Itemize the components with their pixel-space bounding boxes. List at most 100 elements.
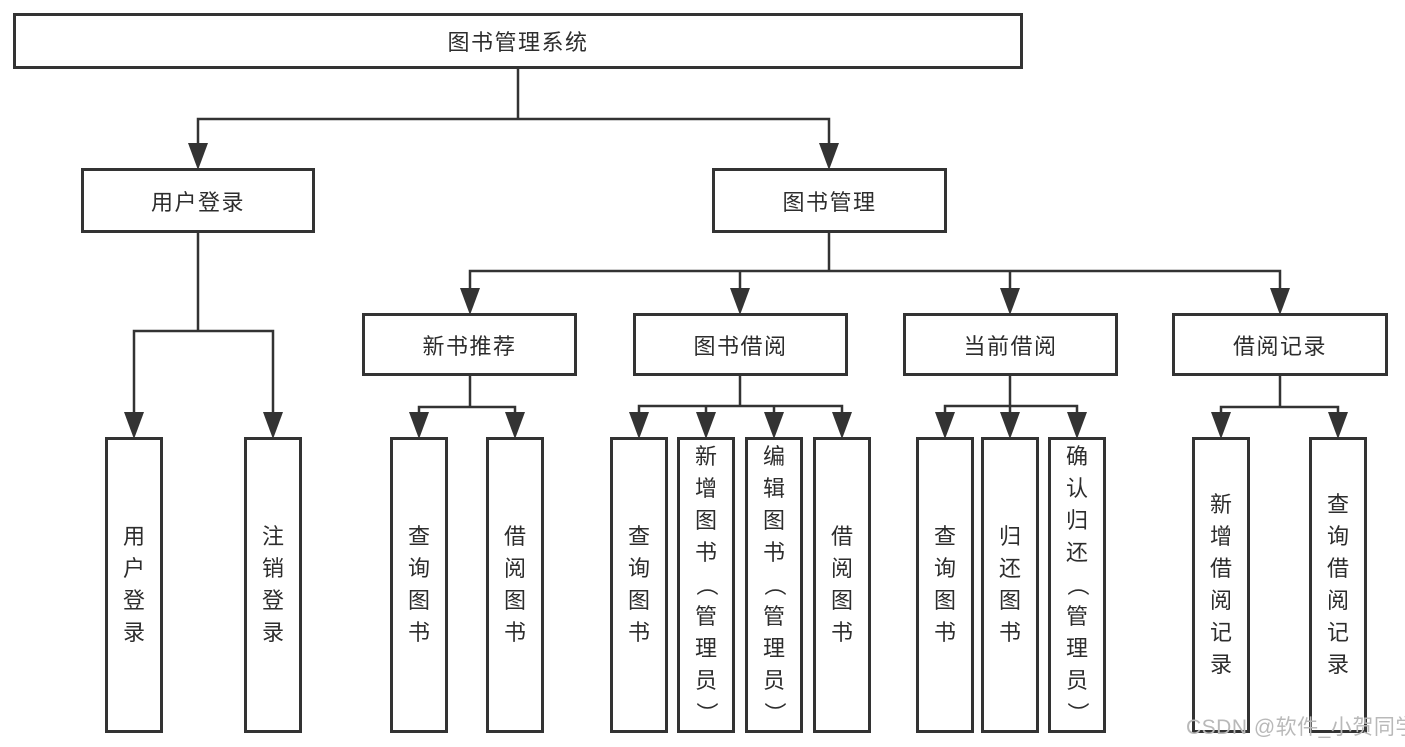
leaf-user-login: 用户登录 <box>105 437 163 733</box>
vertical-label-char: 还 <box>1065 540 1088 565</box>
vertical-label-char: 辑 <box>762 476 785 501</box>
vertical-label-char: 归 <box>1065 508 1088 533</box>
vertical-label-char: 管 <box>1065 604 1088 629</box>
vertical-label-char: 书 <box>407 620 430 645</box>
vertical-label-char: 增 <box>1209 524 1232 549</box>
vertical-label-char: 查 <box>627 524 650 549</box>
vertical-label-char: 员 <box>762 668 785 693</box>
vertical-label-char: 注 <box>261 524 284 549</box>
vertical-label-char: 询 <box>627 556 650 581</box>
leaf-query-books-recommend: 查询图书 <box>390 437 448 733</box>
vertical-label-char: 理 <box>1065 636 1088 661</box>
node-user-login: 用户登录 <box>81 168 315 233</box>
vertical-label-char: 归 <box>998 524 1021 549</box>
vertical-label-char: 查 <box>933 524 956 549</box>
vertical-label-char: 管 <box>694 604 717 629</box>
vertical-label-char: 询 <box>1326 524 1349 549</box>
vertical-label-char: 录 <box>1209 652 1232 677</box>
vertical-label-char: 登 <box>261 588 284 613</box>
vertical-label-char: 询 <box>933 556 956 581</box>
node-current-borrow-label: 当前借阅 <box>963 333 1058 359</box>
vertical-label-char: 书 <box>627 620 650 645</box>
csdn-watermark: CSDN @软件_小贺同学 <box>1186 716 1405 739</box>
vertical-label-char: 新 <box>1209 492 1232 517</box>
vertical-label-char: 阅 <box>830 556 853 581</box>
vertical-label-char: 员 <box>694 668 717 693</box>
vertical-label-char: 销 <box>261 556 284 581</box>
vertical-label-char: 图 <box>407 588 430 613</box>
vertical-label-char: 认 <box>1065 476 1088 501</box>
vertical-label-char: （ <box>694 573 719 596</box>
vertical-label-char: 图 <box>503 588 526 613</box>
node-library-system: 图书管理系统 <box>13 13 1023 69</box>
node-borrow-records-label: 借阅记录 <box>1232 333 1327 359</box>
node-new-book-recommend: 新书推荐 <box>362 313 577 376</box>
vertical-label-char: 管 <box>762 604 785 629</box>
branch-user-login <box>132 231 275 416</box>
branch-current-borrow <box>943 374 1079 414</box>
leaf-confirm-return-admin: 确认归还（管理员） <box>1048 437 1106 733</box>
leaf-add-book-admin: 新增图书（管理员） <box>677 437 735 733</box>
node-user-login-label: 用户登录 <box>150 189 245 215</box>
leaf-query-borrow-record: 查询借阅记录 <box>1309 437 1367 733</box>
vertical-label-char: 确 <box>1065 444 1088 469</box>
vertical-label-char: 记 <box>1209 620 1232 645</box>
leaf-add-borrow-record: 新增借阅记录 <box>1192 437 1250 733</box>
branch-book-management <box>468 231 1282 293</box>
vertical-label-char: 书 <box>694 540 717 565</box>
branch-root <box>196 66 831 147</box>
vertical-label-char: 还 <box>998 556 1021 581</box>
node-borrow-records: 借阅记录 <box>1172 313 1388 376</box>
vertical-label-char: 理 <box>694 636 717 661</box>
vertical-label-char: 户 <box>122 556 145 581</box>
node-book-borrow-label: 图书借阅 <box>693 333 788 359</box>
vertical-label-char: 编 <box>762 444 785 469</box>
vertical-label-char: 新 <box>694 444 717 469</box>
vertical-label-char: 书 <box>503 620 526 645</box>
branch-book-borrow <box>637 374 844 414</box>
vertical-label-char: 录 <box>1326 652 1349 677</box>
vertical-label-char: 询 <box>407 556 430 581</box>
vertical-label-char: 图 <box>627 588 650 613</box>
node-book-borrow: 图书借阅 <box>633 313 848 376</box>
vertical-label-char: 理 <box>762 636 785 661</box>
vertical-label-char: 书 <box>762 540 785 565</box>
node-book-management-label: 图书管理 <box>782 189 877 215</box>
vertical-label-char: 阅 <box>503 556 526 581</box>
vertical-label-char: 记 <box>1326 620 1349 645</box>
vertical-label-char: 阅 <box>1326 588 1349 613</box>
branch-borrow-record <box>1219 374 1340 414</box>
vertical-label-char: 图 <box>762 508 785 533</box>
vertical-label-char: 借 <box>503 524 526 549</box>
leaf-return-book: 归还图书 <box>981 437 1039 733</box>
vertical-label-char: 阅 <box>1209 588 1232 613</box>
vertical-label-char: 借 <box>1326 556 1349 581</box>
node-library-system-label: 图书管理系统 <box>447 30 589 55</box>
vertical-label-char: 书 <box>998 620 1021 645</box>
node-new-book-recommend-label: 新书推荐 <box>422 333 517 359</box>
vertical-label-char: 增 <box>694 476 717 501</box>
vertical-label-char: 图 <box>933 588 956 613</box>
node-current-borrow: 当前借阅 <box>903 313 1118 376</box>
vertical-label-char: 书 <box>830 620 853 645</box>
leaf-query-books-borrow: 查询图书 <box>610 437 668 733</box>
vertical-label-char: 查 <box>407 524 430 549</box>
arrow-heads <box>124 143 1348 439</box>
vertical-label-char: 图 <box>830 588 853 613</box>
vertical-label-char: 图 <box>998 588 1021 613</box>
vertical-label-char: 员 <box>1065 668 1088 693</box>
vertical-label-char: （ <box>762 573 787 596</box>
vertical-label-char: 录 <box>122 620 145 645</box>
vertical-label-char: 图 <box>694 508 717 533</box>
vertical-label-char: 查 <box>1326 492 1349 517</box>
vertical-label-char: 借 <box>1209 556 1232 581</box>
vertical-label-char: ） <box>762 701 787 724</box>
leaf-logout: 注销登录 <box>244 437 302 733</box>
branch-new-book <box>417 374 517 414</box>
vertical-label-char: （ <box>1065 573 1090 596</box>
leaf-borrow-books-recommend: 借阅图书 <box>486 437 544 733</box>
vertical-label-char: 录 <box>261 620 284 645</box>
vertical-label-char: 借 <box>830 524 853 549</box>
